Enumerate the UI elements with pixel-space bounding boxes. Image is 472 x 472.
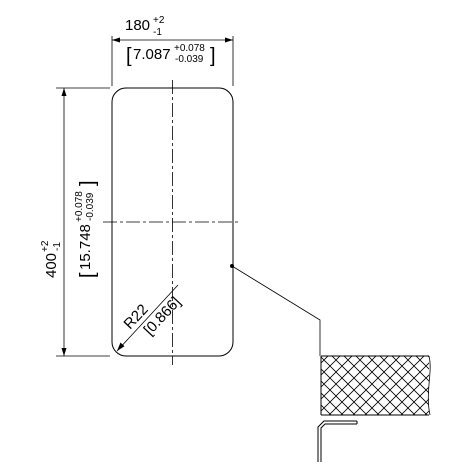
width-bracket-close: ] [210, 45, 216, 67]
height-inch-tol-lower: -0.039 [85, 192, 96, 221]
width-dimension: 180 +2 -1 [ 7.087 +0.078 -0.039 ] [111, 15, 234, 86]
height-nominal: 400 [43, 253, 60, 278]
width-bracket-open: [ [126, 45, 132, 67]
width-inch-tol-lower: -0.039 [175, 54, 204, 65]
panel-section [321, 356, 429, 415]
height-dimension: 400 +2 -1 [ 15.748 +0.078 -0.039 ] [40, 87, 110, 357]
section-detail [317, 355, 431, 462]
height-bracket-close: ] [77, 180, 99, 186]
width-tol-lower: -1 [153, 27, 162, 38]
section-leader [230, 264, 321, 356]
radius-dimension: R22 [0.866] [116, 284, 184, 352]
width-inch-tol-upper: +0.078 [174, 43, 205, 54]
height-tol-lower: -1 [52, 242, 63, 251]
width-nominal: 180 [125, 17, 150, 34]
height-tol-upper: +2 [40, 240, 51, 252]
width-tol-upper: +2 [153, 15, 165, 26]
width-inch-nominal: 7.087 [133, 46, 171, 63]
height-bracket-open: [ [77, 272, 99, 278]
height-inch-nominal: 15.748 [77, 224, 94, 270]
height-inch-tol-upper: +0.078 [74, 191, 85, 222]
bracket-profile [317, 420, 358, 462]
